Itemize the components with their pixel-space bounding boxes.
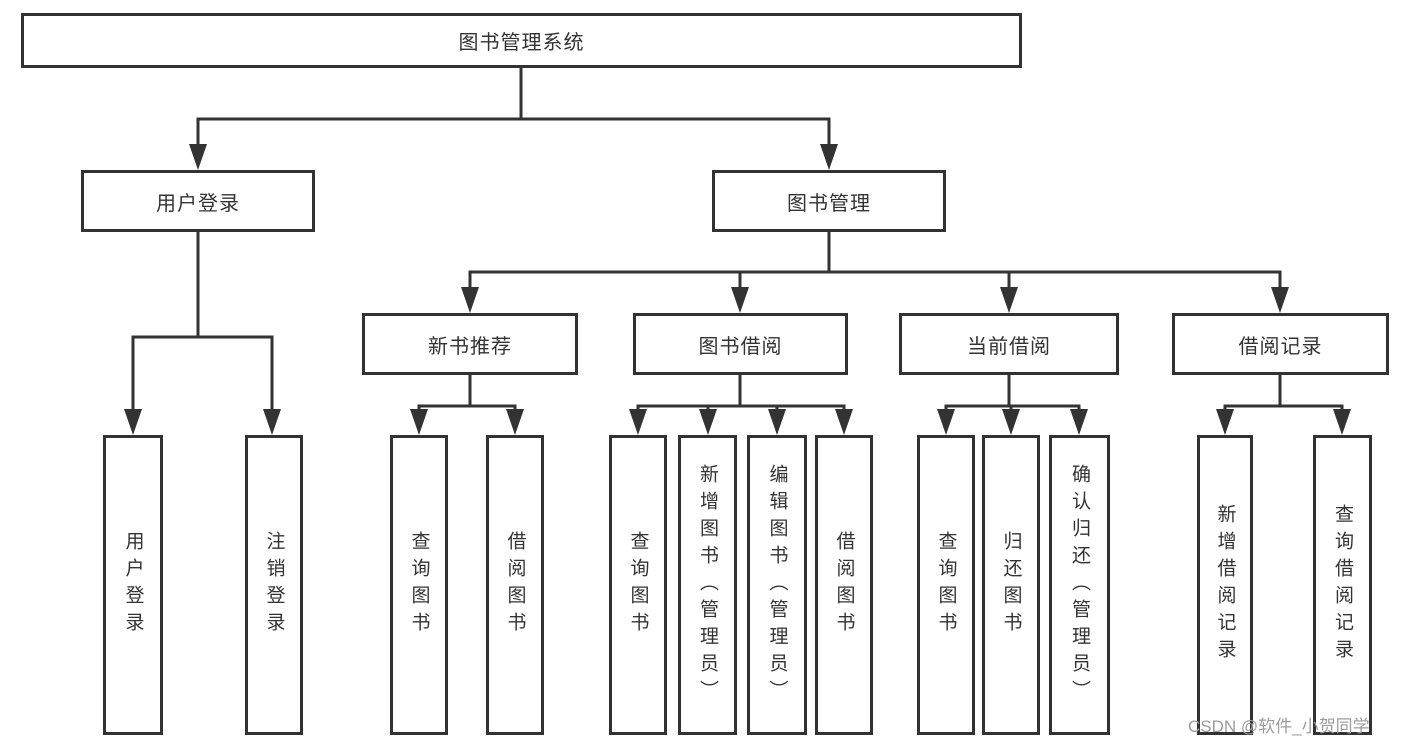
node-book-management: 图书管理 [712, 170, 946, 232]
leaf-borrow-books: 借阅图书 [815, 435, 873, 735]
node-root-label: 图书管理系统 [458, 32, 585, 54]
leaf-borrow-books-recommend-label: 借阅图书 [504, 531, 526, 639]
leaf-confirm-return-admin-label: 确认归还（管理员） [1069, 463, 1090, 707]
leaf-confirm-return-admin: 确认归还（管理员） [1049, 435, 1110, 735]
leaf-logout: 注销登录 [245, 435, 303, 735]
leaf-logout-label: 注销登录 [263, 531, 285, 639]
csdn-watermark: CSDN @软件_小贺同学 [1188, 717, 1370, 736]
leaf-query-books-recommend: 查询图书 [390, 435, 448, 735]
leaf-query-books-borrow: 查询图书 [609, 435, 667, 735]
leaf-add-borrow-record: 新增借阅记录 [1197, 435, 1253, 735]
node-new-book-recommend-label: 新书推荐 [428, 335, 512, 358]
leaf-add-borrow-record-label: 新增借阅记录 [1214, 504, 1236, 666]
leaf-borrow-books-label: 借阅图书 [833, 531, 855, 639]
leaf-query-borrow-record: 查询借阅记录 [1313, 435, 1372, 735]
leaf-edit-books-admin: 编辑图书（管理员） [747, 435, 807, 735]
leaf-edit-books-admin-label: 编辑图书（管理员） [766, 463, 788, 707]
leaf-query-books-recommend-label: 查询图书 [408, 531, 430, 639]
node-borrow-records: 借阅记录 [1172, 313, 1389, 375]
leaf-add-books-admin: 新增图书（管理员） [678, 435, 737, 735]
leaf-add-books-admin-label: 新增图书（管理员） [697, 463, 718, 707]
leaf-query-borrow-record-label: 查询借阅记录 [1332, 504, 1353, 666]
leaf-return-books-label: 归还图书 [1000, 531, 1022, 639]
leaf-return-books: 归还图书 [982, 435, 1040, 735]
node-user-login: 用户登录 [81, 170, 315, 232]
leaf-query-books-current: 查询图书 [917, 435, 975, 735]
leaf-borrow-books-recommend: 借阅图书 [486, 435, 544, 735]
node-root: 图书管理系统 [21, 13, 1022, 68]
leaf-user-login-label: 用户登录 [122, 531, 144, 639]
node-new-book-recommend: 新书推荐 [362, 313, 578, 375]
leaf-user-login: 用户登录 [103, 435, 163, 735]
node-book-borrow: 图书借阅 [633, 313, 848, 375]
leaf-query-books-borrow-label: 查询图书 [627, 531, 649, 639]
leaf-query-books-current-label: 查询图书 [935, 531, 957, 639]
node-current-borrow-label: 当前借阅 [967, 335, 1051, 358]
node-book-management-label: 图书管理 [787, 192, 871, 215]
node-book-borrow-label: 图书借阅 [698, 335, 783, 358]
node-user-login-label: 用户登录 [156, 192, 240, 215]
node-borrow-records-label: 借阅记录 [1238, 335, 1323, 358]
node-current-borrow: 当前借阅 [899, 313, 1119, 375]
